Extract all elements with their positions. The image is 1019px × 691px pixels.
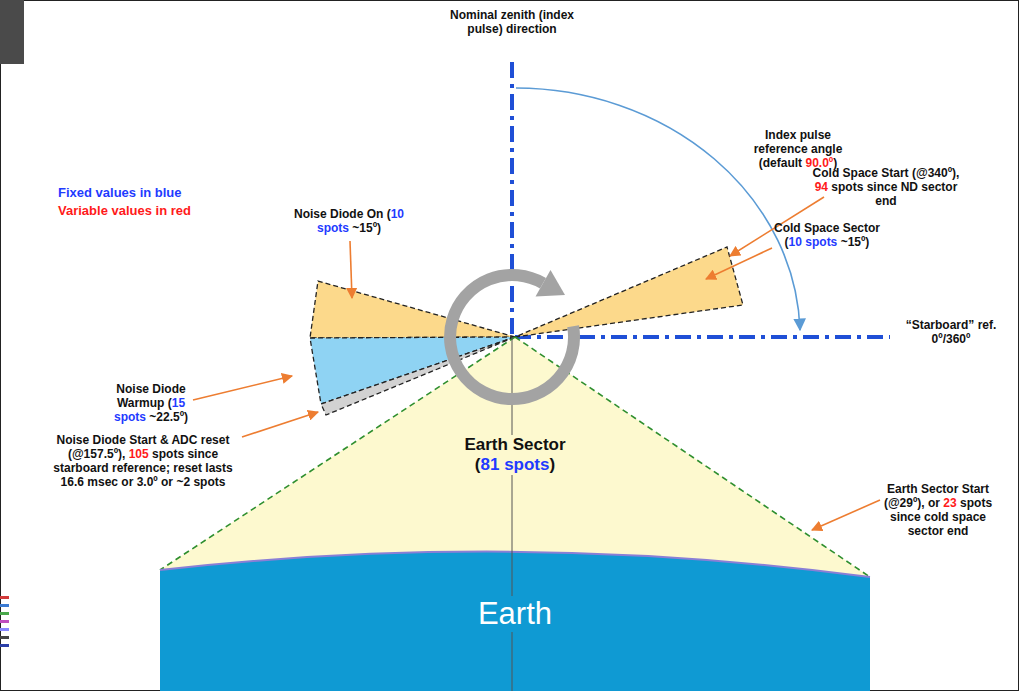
background-scrap bbox=[0, 0, 24, 64]
value-highlight: 105 bbox=[129, 447, 149, 461]
label-holder: Fixed values in blue bbox=[58, 184, 228, 202]
label-holder: Noise Diode Start & ADC reset (@157.5º),… bbox=[52, 433, 234, 489]
scrap-line bbox=[0, 620, 9, 623]
value-highlight: 23 bbox=[943, 496, 956, 510]
callout-label: Noise Diode Start & ADC reset (@157.5º),… bbox=[52, 433, 234, 489]
callout-label: Fixed values in blue bbox=[58, 184, 228, 202]
label-holder: Noise Diode On (10 spots ~15º) bbox=[290, 207, 408, 235]
value-highlight: 94 bbox=[815, 180, 828, 194]
leader-line bbox=[193, 376, 292, 400]
label-holder: Index pulse reference angle (default 90.… bbox=[742, 128, 854, 170]
node-label: Earth Sector (81 spots) bbox=[448, 435, 582, 475]
label-holder: Cold Space Start (@340º), 94 spots since… bbox=[810, 166, 962, 208]
leader-lines bbox=[193, 197, 880, 530]
zenith-axis bbox=[510, 62, 514, 337]
background-scrap-lines bbox=[0, 596, 9, 647]
value-highlight: 10 spots bbox=[789, 235, 838, 249]
cold-space-sector bbox=[515, 247, 743, 337]
value-highlight: 10 spots bbox=[317, 207, 404, 235]
label-holder: Noise Diode Warmup (15 spots ~22.5º) bbox=[112, 382, 190, 424]
callout-label: Cold Space Sector (10 spots ~15º) bbox=[764, 221, 890, 249]
callout-label: Noise Diode On (10 spots ~15º) bbox=[290, 207, 408, 235]
label-holder: Earth Sector Start (@29º), or 23 spots s… bbox=[878, 482, 998, 538]
scrap-line bbox=[0, 596, 9, 599]
callout-label: Cold Space Start (@340º), 94 spots since… bbox=[810, 166, 962, 208]
node-text-holder: Earth bbox=[160, 596, 870, 632]
rotation-arrow-head bbox=[536, 270, 566, 297]
scrap-line bbox=[0, 628, 9, 631]
callout-label: Noise Diode Warmup (15 spots ~22.5º) bbox=[112, 382, 190, 424]
label-holder: Nominal zenith (index pulse) direction bbox=[437, 8, 587, 36]
noise-diode-on-sector bbox=[310, 281, 515, 338]
callout-label: “Starboard” ref. 0º/360º bbox=[905, 318, 997, 346]
scrap-line bbox=[0, 612, 9, 615]
scrap-line bbox=[0, 644, 9, 647]
callout-label: Earth Sector Start (@29º), or 23 spots s… bbox=[878, 482, 998, 538]
leader-line bbox=[706, 248, 772, 279]
label-holder: Cold Space Sector (10 spots ~15º) bbox=[764, 221, 890, 249]
callout-label: Nominal zenith (index pulse) direction bbox=[437, 8, 587, 36]
callout-label: Variable values in red bbox=[58, 202, 228, 220]
leader-line bbox=[350, 241, 352, 298]
earth-fill bbox=[160, 552, 870, 691]
leader-line bbox=[242, 412, 318, 437]
earth-sector-fill bbox=[160, 337, 870, 577]
earth-sector: Earth Sector (81 spots) bbox=[160, 337, 870, 579]
label-holder: “Starboard” ref. 0º/360º bbox=[905, 318, 997, 346]
value-highlight: 81 spots bbox=[481, 455, 550, 474]
earth-limb bbox=[160, 552, 870, 577]
node-text-holder: Earth Sector (81 spots) bbox=[160, 435, 870, 475]
value-highlight: 15 spots bbox=[114, 396, 185, 424]
callout-label: Index pulse reference angle (default 90.… bbox=[742, 128, 854, 170]
scrap-line bbox=[0, 636, 9, 639]
leader-line bbox=[812, 500, 880, 530]
scrap-line bbox=[0, 604, 9, 607]
node-label: Earth bbox=[475, 596, 555, 632]
index-angle-arc bbox=[516, 88, 800, 330]
earth-body: Earth bbox=[160, 540, 870, 691]
nadir-line bbox=[512, 337, 513, 691]
label-holder: Variable values in red bbox=[58, 202, 228, 220]
